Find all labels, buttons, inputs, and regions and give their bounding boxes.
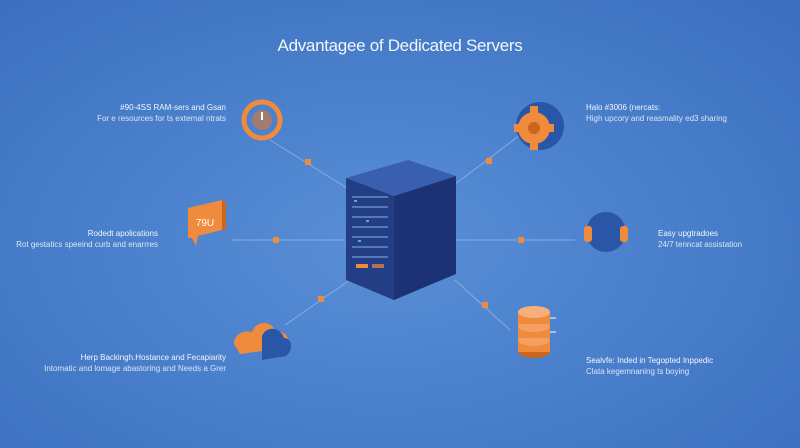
gear-icon	[514, 102, 564, 150]
connector-dot	[273, 237, 279, 243]
node-description: Rot gestatics speeind curb and enarrres	[16, 240, 158, 249]
connector-dot	[518, 237, 524, 243]
node-label-top-left: #90-4SS RAM-sers and Gsan For e resource…	[26, 102, 226, 124]
node-label-mid-right: Easy upgtradoes 24/7 tenncat assistation	[658, 228, 788, 250]
connector-dot	[318, 296, 324, 302]
connector-dot	[486, 158, 492, 164]
node-heading: Easy upgtradoes	[658, 229, 719, 238]
node-heading: Halo #3006 (nercats:	[586, 103, 661, 112]
node-label-top-right: Halo #3006 (nercats: High upcory and rea…	[586, 102, 786, 124]
database-icon	[518, 306, 556, 358]
clock-icon	[241, 99, 283, 141]
node-label-mid-left: Rodedt apolications Rot gestatics speein…	[8, 228, 158, 250]
node-description: High upcory and reasmality ed3 sharing	[586, 114, 727, 123]
node-heading: Herp Backingh.Hostance and Fecapiarity	[80, 353, 226, 362]
node-heading: Rodedt apolications	[87, 229, 158, 238]
speech-bubble-icon: 79U	[188, 200, 226, 246]
node-description: 24/7 tenncat assistation	[658, 240, 743, 249]
cloud-icon	[234, 323, 292, 360]
server-rack-icon	[346, 160, 456, 300]
diagram-title: Advantagee of Dedicated Servers	[277, 36, 523, 55]
node-heading: Sealvfe: Inded in Tegopted Inppedic	[586, 356, 714, 365]
node-label-bottom-right: Sealvfe: Inded in Tegopted Inppedic Clat…	[586, 355, 786, 377]
headset-icon	[584, 212, 628, 252]
node-description: For e resources for ts external ntrats	[97, 114, 226, 123]
speech-bubble-text: 79U	[196, 218, 214, 229]
node-description: Clata kegemnaning ts boying	[586, 367, 690, 376]
node-heading: #90-4SS RAM-sers and Gsan	[120, 103, 226, 112]
connector-dot	[482, 302, 488, 308]
node-description: Intomatic and lomage abastoring and Need…	[44, 364, 226, 373]
node-label-bottom-left: Herp Backingh.Hostance and Fecapiarity I…	[26, 352, 226, 374]
connector-dot	[305, 159, 311, 165]
